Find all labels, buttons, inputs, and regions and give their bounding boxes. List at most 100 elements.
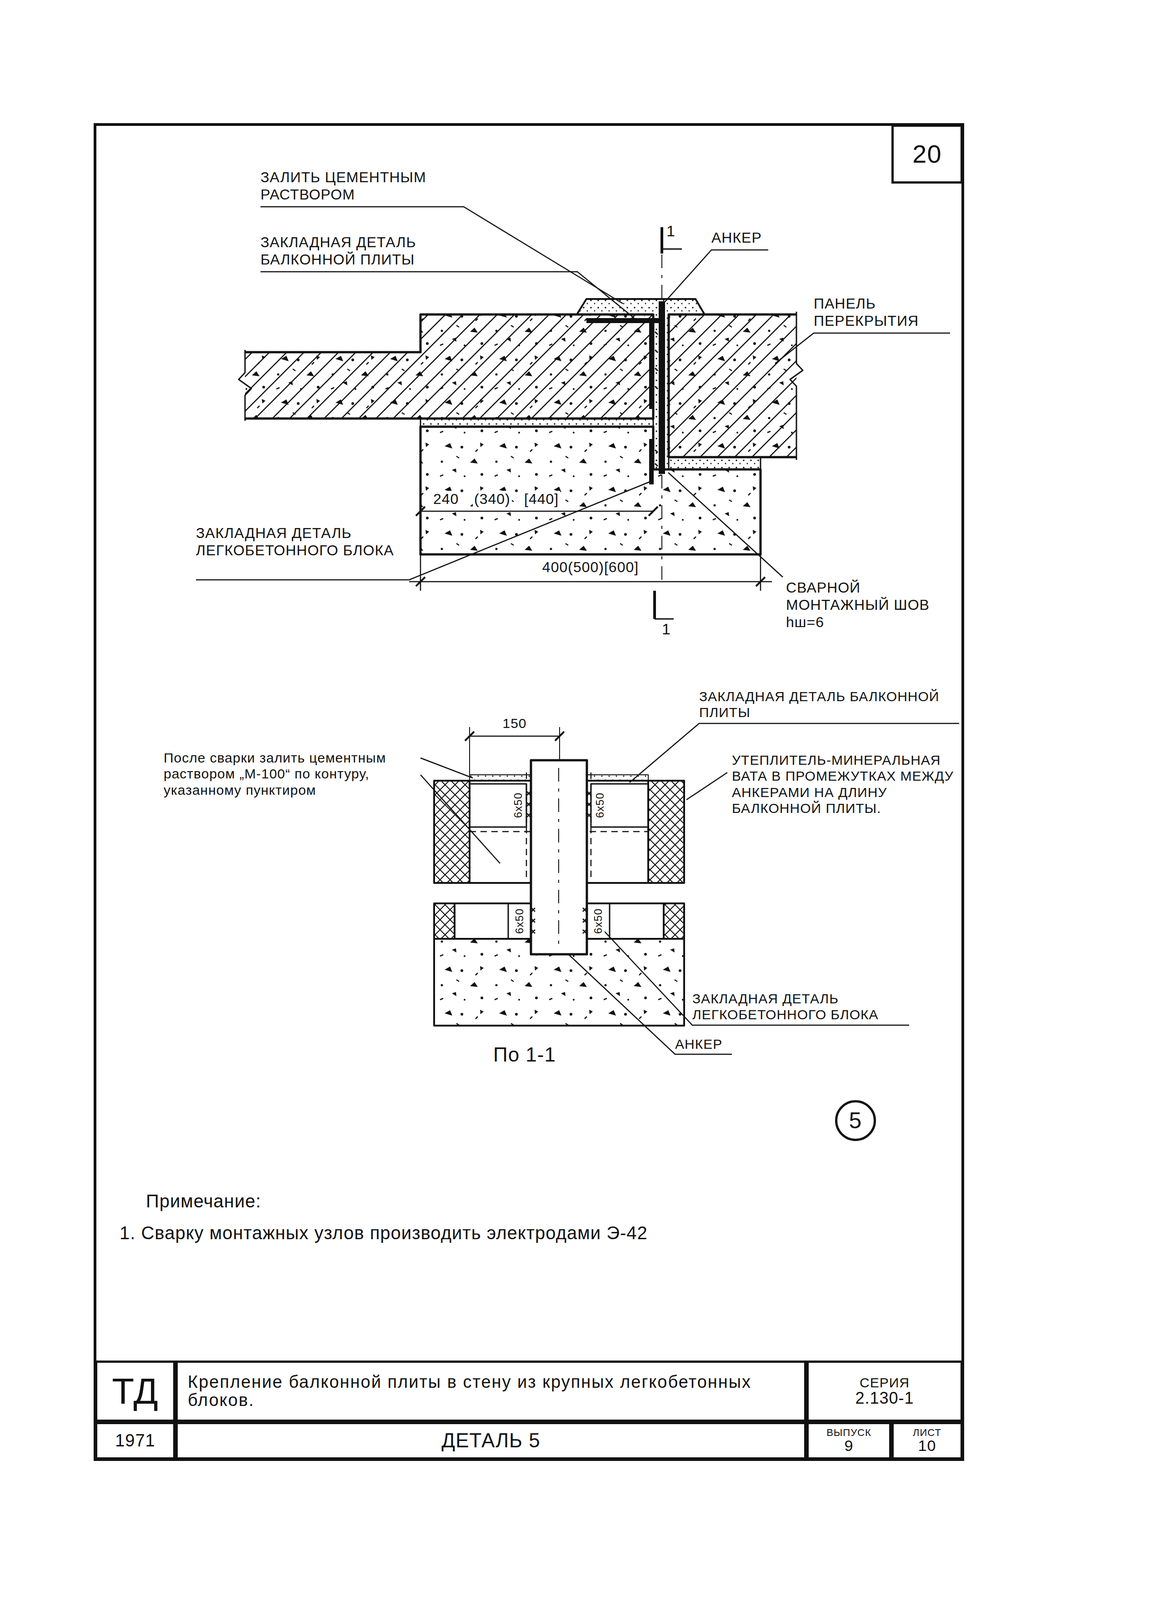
section-marks-part [661, 248, 682, 251]
callout-label: ЗАКЛАДНАЯ ДЕТАЛЬ ЛЕГКОБЕТОННОГО БЛОКА [195, 525, 406, 560]
top-section-part [245, 314, 654, 419]
callout-label: ЗАКЛАДНАЯ ДЕТАЛЬ ЛЕГКОБЕТОННОГО БЛОКА [692, 990, 952, 1024]
leader-lines-part [686, 772, 728, 801]
title-cell: СЕРИЯ2.130-1 [806, 1361, 963, 1423]
top-section-part [238, 350, 252, 421]
top-section-part [586, 318, 659, 324]
sheet-number-box: 20 [891, 124, 963, 184]
title-cell: Крепление балконной плиты в стену из кру… [175, 1361, 807, 1423]
note: 1. Сварку монтажных узлов производить эл… [119, 1222, 648, 1245]
cell-text: ТД [111, 1372, 159, 1412]
section-mark: 1 [666, 221, 676, 241]
dimension: 400(500)[600] [540, 559, 641, 577]
cell-text: 20 [912, 140, 942, 168]
section-1-1-part [508, 903, 531, 940]
weld-size: 6х50 [591, 907, 605, 936]
section-1-1-part [526, 791, 591, 818]
callout-label: ЗАЛИТЬ ЦЕМЕНТНЫМ РАСТВОРОМ [260, 169, 434, 204]
top-section-part [658, 301, 666, 475]
cell-value: 9 [844, 1438, 854, 1455]
cell-text: Крепление балконной плиты в стену из кру… [187, 1373, 797, 1411]
top-section-part [420, 418, 654, 427]
section-1-1-part [663, 903, 685, 940]
section-marks-part [654, 618, 674, 621]
section-title: По 1-1 [493, 1043, 556, 1067]
top-section-part [245, 314, 654, 419]
cell-value: 10 [918, 1438, 937, 1455]
title-cell: ДЕТАЛЬ 5 [175, 1422, 807, 1461]
top-section-part [668, 314, 797, 458]
top-section-part [668, 314, 797, 458]
top-section-part [661, 254, 663, 581]
callout-label: СВАРНОЙ МОНТАЖНЫЙ ШОВ hш=6 [785, 579, 959, 631]
note-heading: Примечание: [145, 1191, 262, 1213]
leader-lines-part [668, 472, 783, 578]
section-marks [654, 227, 682, 620]
section-1-1-part [469, 784, 527, 828]
section-marks-part [653, 590, 656, 620]
section-1-1-part [586, 903, 610, 940]
leader-lines-part [260, 206, 623, 304]
section-1-1-part [648, 780, 685, 884]
dimension: 240 [431, 490, 461, 509]
dimension-lines-part [420, 510, 654, 513]
callout-label: ЗАКЛАДНАЯ ДЕТАЛЬ БАЛКОННОЙ ПЛИТЫ [260, 234, 443, 269]
dimension-lines-part [409, 554, 772, 591]
leader-lines [195, 206, 960, 1055]
top-section-part [649, 439, 654, 485]
dimension: (340) [472, 490, 512, 509]
callout-label: ЗАКЛАДНАЯ ДЕТАЛЬ БАЛКОННОЙ ПЛИТЫ [699, 688, 954, 721]
weld-size: 6х50 [513, 907, 526, 936]
top-section-part [655, 331, 658, 467]
callout-label: УТЕПЛИТЕЛЬ-МИНЕРАЛЬНАЯ ВАТА В ПРОМЕЖУТКА… [731, 752, 955, 817]
section-1-1-part [558, 768, 560, 945]
cell-text: ЛИСТ [912, 1427, 942, 1439]
leader-lines-part [260, 271, 635, 319]
section-1-1-part [531, 908, 587, 934]
sheet-frame-part [95, 124, 963, 1461]
weld-size: 6х50 [593, 791, 607, 820]
section-mark: 1 [661, 620, 671, 639]
title-cell: ТД [95, 1361, 176, 1423]
section-1-1-part [434, 903, 455, 940]
dimension-lines-part [415, 577, 766, 587]
callout-circle: 5 [835, 1100, 876, 1142]
callout-label: АНКЕР [675, 1036, 723, 1053]
weld-size: 6х50 [511, 791, 525, 820]
leader-lines-part [195, 481, 651, 581]
callout-label: АНКЕР [711, 229, 762, 247]
leader-lines-part [420, 758, 473, 779]
section-1-1-part [590, 784, 649, 828]
callout-label: ПАНЕЛЬ ПЕРЕКРЫТИЯ [813, 295, 960, 331]
dimension: 150 [500, 715, 528, 732]
cell-text: СЕРИЯ [859, 1376, 910, 1391]
leader-lines-part [664, 250, 769, 303]
top-section-part [668, 314, 797, 458]
cell-text: 1971 [115, 1432, 156, 1451]
cell-text: 5 [849, 1109, 863, 1134]
top-section-part [649, 318, 654, 410]
sheet-frame [95, 124, 963, 1461]
leader-lines-part [775, 333, 951, 364]
dimension-lines [409, 506, 772, 591]
section-1-1-part [434, 780, 470, 884]
title-cell: 1971 [95, 1422, 176, 1461]
section-1-1-part [465, 731, 565, 741]
section-1-1 [434, 727, 685, 1026]
dimension-lines-part [415, 506, 658, 516]
top-section-part [790, 311, 803, 461]
cell-text: ВЫПУСК [826, 1427, 872, 1439]
title-cell: ЛИСТ10 [891, 1422, 963, 1461]
section-1-1-part [469, 735, 560, 738]
section-1-1-part [530, 760, 587, 955]
title-cell: ВЫПУСК9 [806, 1422, 892, 1461]
dimension: [440] [522, 490, 561, 509]
callout-label: После сварки залить цементным раствором … [163, 750, 419, 799]
cell-value: 2.130-1 [855, 1390, 914, 1408]
cell-text: ДЕТАЛЬ 5 [441, 1430, 541, 1452]
top-section-part [668, 457, 761, 470]
top-section-part [576, 299, 705, 315]
